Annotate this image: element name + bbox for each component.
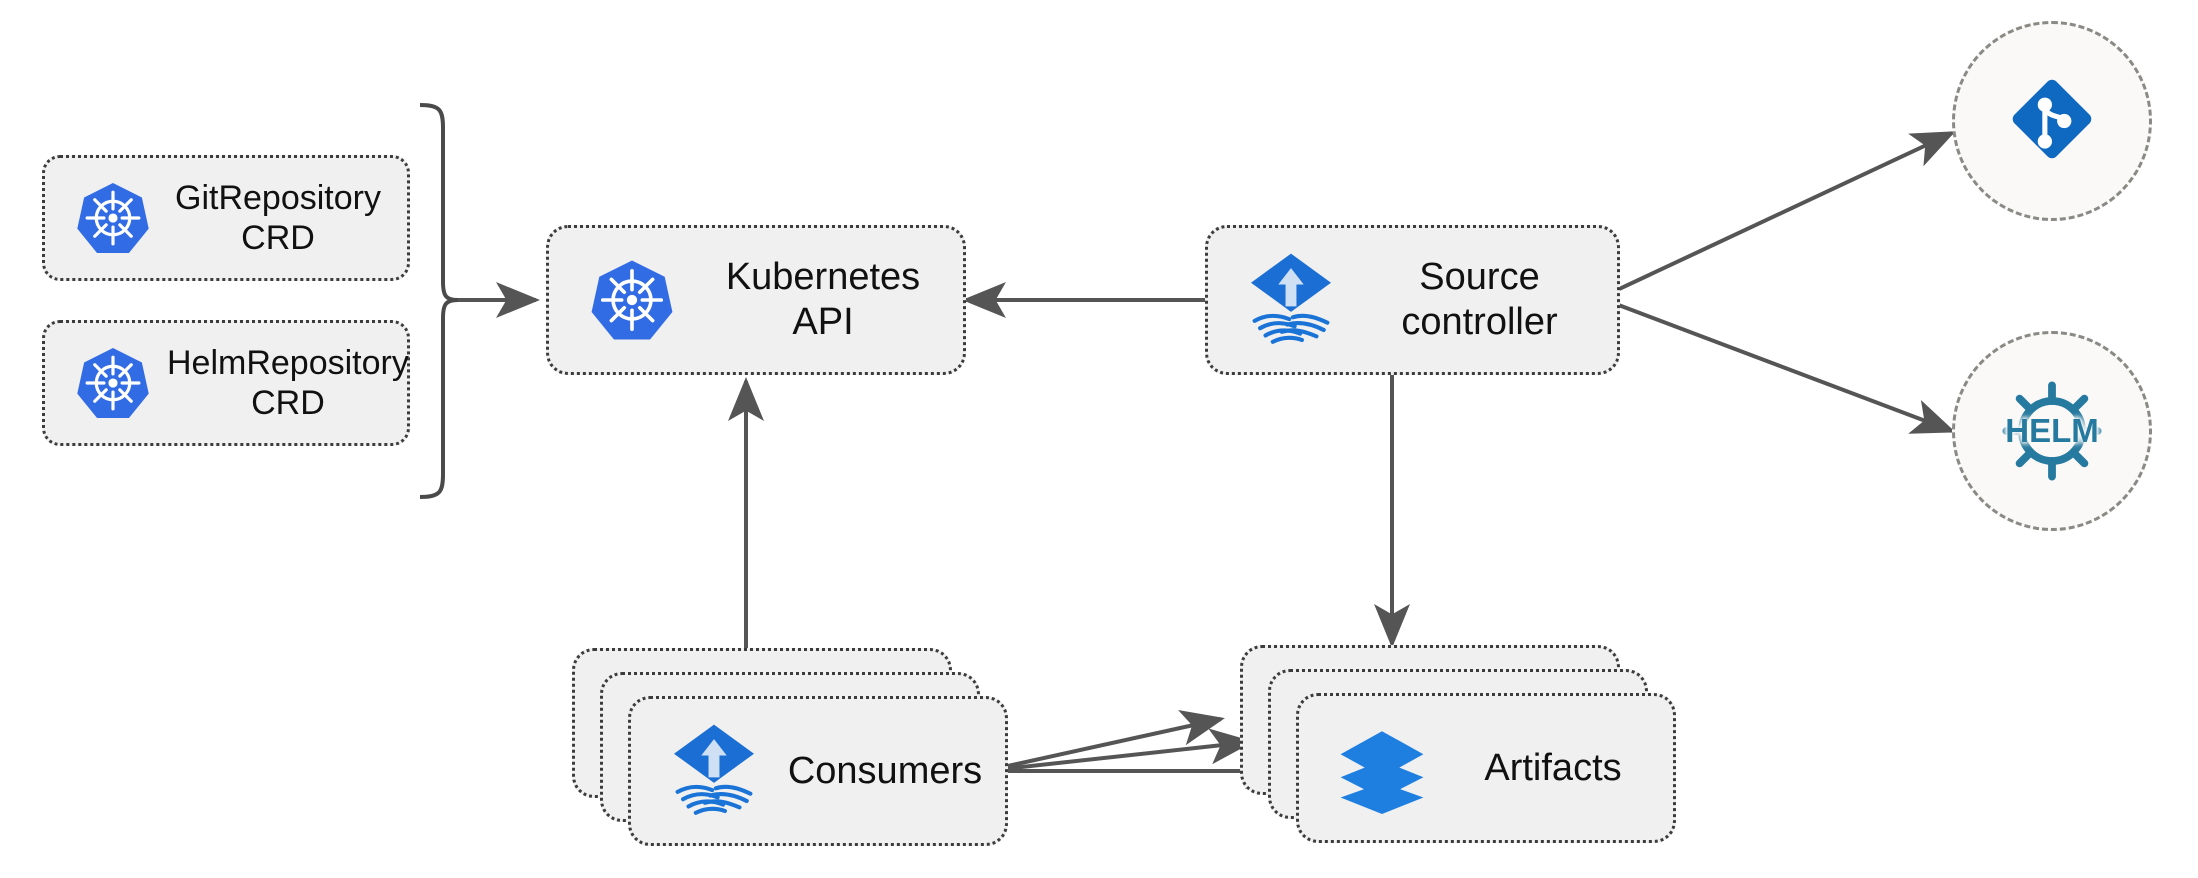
node-kubernetes-api[interactable]: Kubernetes API — [546, 225, 966, 375]
kubernetes-icon — [567, 257, 697, 343]
node-consumers[interactable]: Consumers — [628, 696, 1008, 846]
node-label: Kubernetes API — [725, 256, 921, 343]
external-git-repository[interactable] — [1952, 21, 2152, 221]
kubernetes-icon — [59, 180, 167, 256]
layers-stack-icon — [1317, 722, 1447, 814]
node-label: Artifacts — [1484, 746, 1622, 789]
git-icon — [2001, 68, 2103, 175]
node-helmrepository-crd[interactable]: HelmRepository CRD — [42, 320, 410, 446]
edge-source-controller-to-git — [1599, 131, 1956, 300]
helm-icon: HELM — [1992, 371, 2112, 491]
flux-source-controller-icon — [1226, 250, 1356, 350]
node-artifacts[interactable]: Artifacts — [1296, 693, 1676, 843]
external-helm-repository[interactable]: HELM — [1952, 331, 2152, 531]
node-label: Source controller — [1401, 256, 1558, 343]
node-label: Consumers — [787, 749, 983, 792]
node-source-controller[interactable]: Source controller — [1205, 225, 1620, 375]
edge-source-controller-to-helm — [1599, 296, 1956, 434]
edge-consumers-to-artifacts-top — [984, 710, 1225, 773]
node-gitrepository-crd[interactable]: GitRepository CRD — [42, 155, 410, 281]
node-label: HelmRepository CRD — [167, 343, 409, 422]
kubernetes-icon — [59, 345, 167, 421]
flux-source-controller-icon — [649, 721, 779, 821]
crd-group-bracket — [419, 103, 459, 499]
edge-consumers-to-artifacts-middle — [984, 728, 1254, 773]
node-label: GitRepository CRD — [175, 178, 381, 257]
helm-wordmark: HELM — [2005, 412, 2099, 449]
